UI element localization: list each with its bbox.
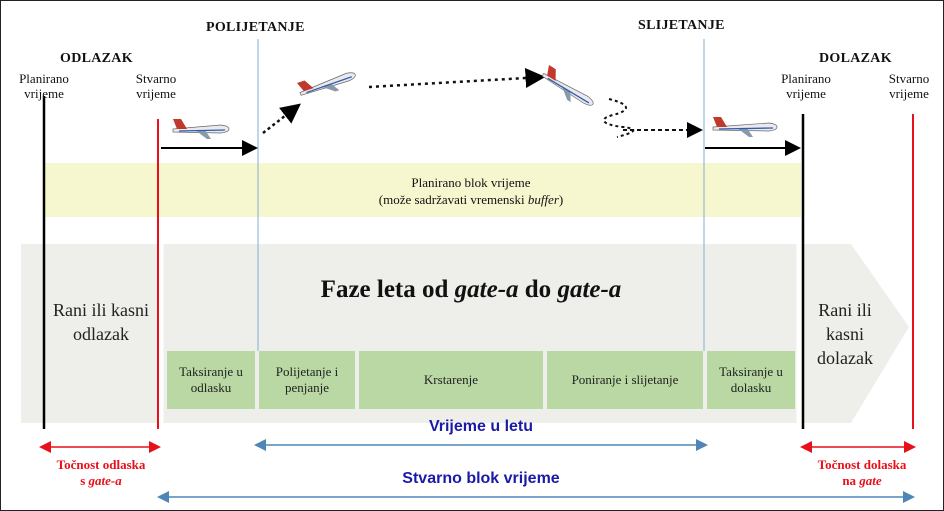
airplane-icon: [297, 72, 356, 96]
actual-block-label: Stvarno blok vrijeme: [402, 470, 560, 487]
phase-cruise: Krstarenje: [359, 351, 543, 409]
takeoff-header: POLIJETANJE: [206, 20, 305, 35]
phase-taxi-in: Taksiranje u dolasku: [707, 351, 795, 409]
planned-block-label: Planirano blok vrijeme (može sadržavati …: [251, 174, 691, 208]
phase-descent-landing: Poniranje i slijetanje: [547, 351, 703, 409]
dep-actual-label: Stvarno vrijeme: [135, 71, 177, 101]
early-late-departure: Rani ili kasni odlazak: [53, 300, 149, 344]
departure-header: ODLAZAK: [60, 51, 133, 66]
arrival-header: DOLAZAK: [819, 51, 892, 66]
early-late-arrival: Rani ili kasni dolazak: [817, 300, 873, 368]
main-title: Faze leta od gate-a do gate-a: [320, 276, 622, 303]
planned-block-band: [43, 163, 801, 217]
airplane-icon: [172, 119, 230, 139]
arr-accuracy-label: Točnost dolaska na gate: [817, 457, 907, 488]
phase-takeoff-climb: Polijetanje i penjanje: [259, 351, 355, 409]
dep-planned-label: Planirano vrijeme: [19, 71, 69, 101]
landing-header: SLIJETANJE: [638, 18, 725, 33]
phase-taxi-out: Taksiranje u odlasku: [167, 351, 255, 409]
airplane-icon: [541, 65, 594, 106]
planned-block-title: Planirano blok vrijeme: [411, 175, 531, 190]
airplane-icon: [712, 117, 778, 137]
dep-accuracy-label: Točnost odlaska s gate-a: [56, 457, 146, 488]
planned-block-note: (može sadržavati vremenski buffer): [378, 192, 564, 207]
arr-planned-label: Planirano vrijeme: [781, 71, 831, 101]
in-flight-label: Vrijeme u letu: [428, 418, 534, 435]
arr-actual-label: Stvarno vrijeme: [888, 71, 930, 101]
